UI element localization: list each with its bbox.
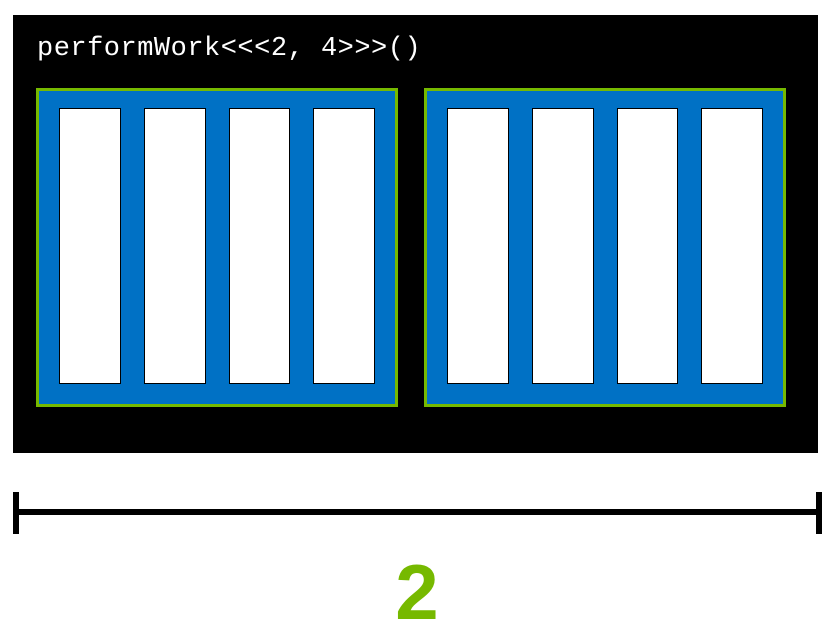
thread-bar xyxy=(143,108,206,384)
kernel-launch-panel: performWork<<<2, 4>>>() xyxy=(13,15,818,453)
thread-bar xyxy=(531,108,594,384)
bracket-right-tick xyxy=(816,492,822,534)
thread-block xyxy=(36,88,398,407)
grid-blocks-row xyxy=(36,88,786,407)
grid-size-bracket xyxy=(13,509,822,515)
thread-bar xyxy=(616,108,679,384)
block-count-label: 2 xyxy=(395,548,439,636)
thread-bar xyxy=(447,108,509,384)
thread-bar xyxy=(59,108,121,384)
thread-bar xyxy=(228,108,291,384)
kernel-launch-code: performWork<<<2, 4>>>() xyxy=(37,34,422,64)
thread-bar xyxy=(313,108,375,384)
thread-block xyxy=(424,88,786,407)
thread-bar xyxy=(701,108,763,384)
